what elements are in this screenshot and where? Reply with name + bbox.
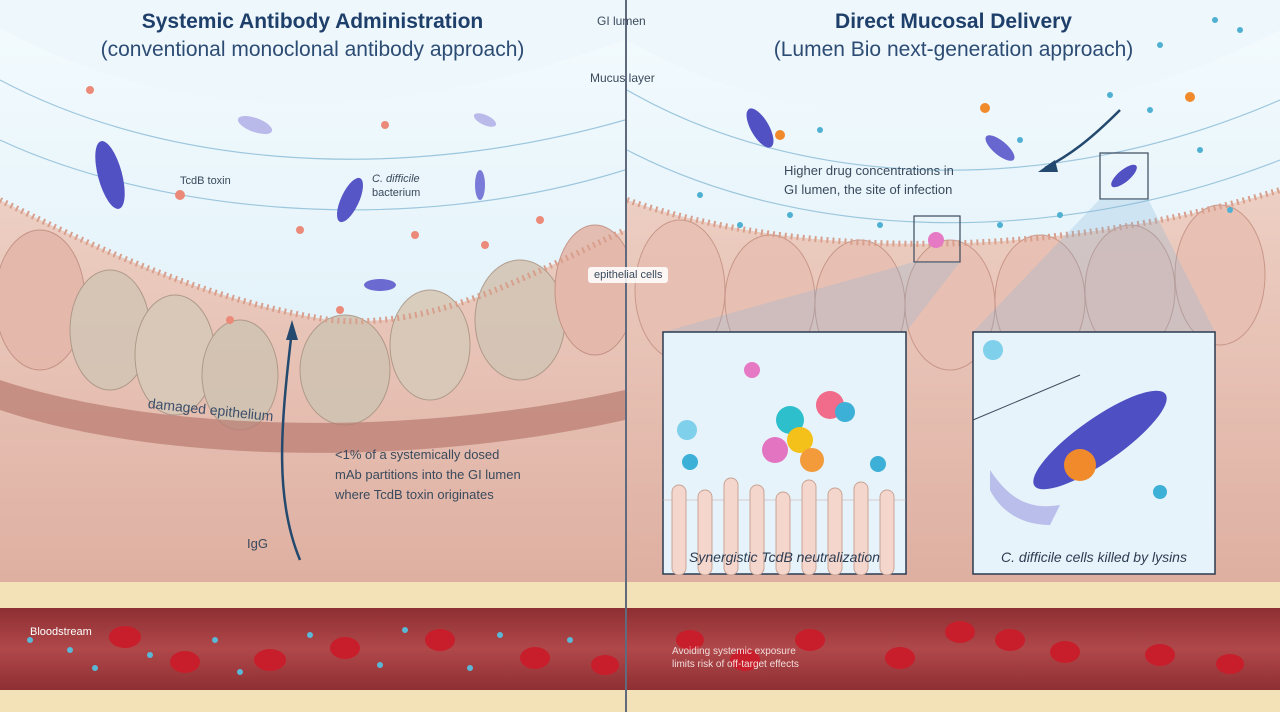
epithelial-cells-label: epithelial cells	[588, 267, 669, 283]
higher-conc-text-2: GI lumen, the site of infection	[784, 182, 953, 197]
inset-1-art	[662, 331, 907, 576]
inset-2-caption: C. difficile cells killed by lysins	[1001, 549, 1187, 565]
right-subtitle: (Lumen Bio next-generation approach)	[773, 38, 1134, 61]
bacteria-left	[95, 113, 497, 291]
left-panel-art	[0, 0, 625, 712]
mucus-layer-label: Mucus layer	[590, 71, 655, 85]
avoid-exposure-text-1: Avoiding systemic exposure	[672, 646, 796, 657]
partition-text-1: <1% of a systemically dosed	[335, 447, 500, 462]
gi-lumen-label: GI lumen	[597, 14, 646, 28]
partition-text-3: where TcdB toxin originates	[335, 487, 494, 502]
higher-conc-text-1: Higher drug concentrations in	[784, 163, 954, 178]
tcdb-toxin-label: TcdB toxin	[180, 175, 231, 187]
left-subtitle: (conventional monoclonal antibody approa…	[100, 38, 525, 61]
c-difficile-label-1: C. difficile	[372, 173, 420, 185]
toxins-left	[86, 86, 544, 324]
igg-label: IgG	[247, 536, 268, 551]
left-title: Systemic Antibody Administration	[141, 10, 484, 33]
right-title: Direct Mucosal Delivery	[835, 10, 1072, 33]
inset-1-caption: Synergistic TcdB neutralization	[689, 549, 880, 565]
bloodstream-right	[676, 621, 1244, 674]
partition-text-2: mAb partitions into the GI lumen	[335, 467, 521, 482]
right-panel-art	[627, 0, 1280, 712]
avoid-exposure-text-2: limits risk of off-target effects	[672, 659, 799, 670]
c-difficile-label-2: bacterium	[372, 187, 421, 199]
antibodies-right	[697, 17, 1243, 228]
bloodstream-left	[27, 626, 619, 675]
inset-2-art	[972, 331, 1216, 575]
bloodstream-label: Bloodstream	[30, 626, 92, 638]
